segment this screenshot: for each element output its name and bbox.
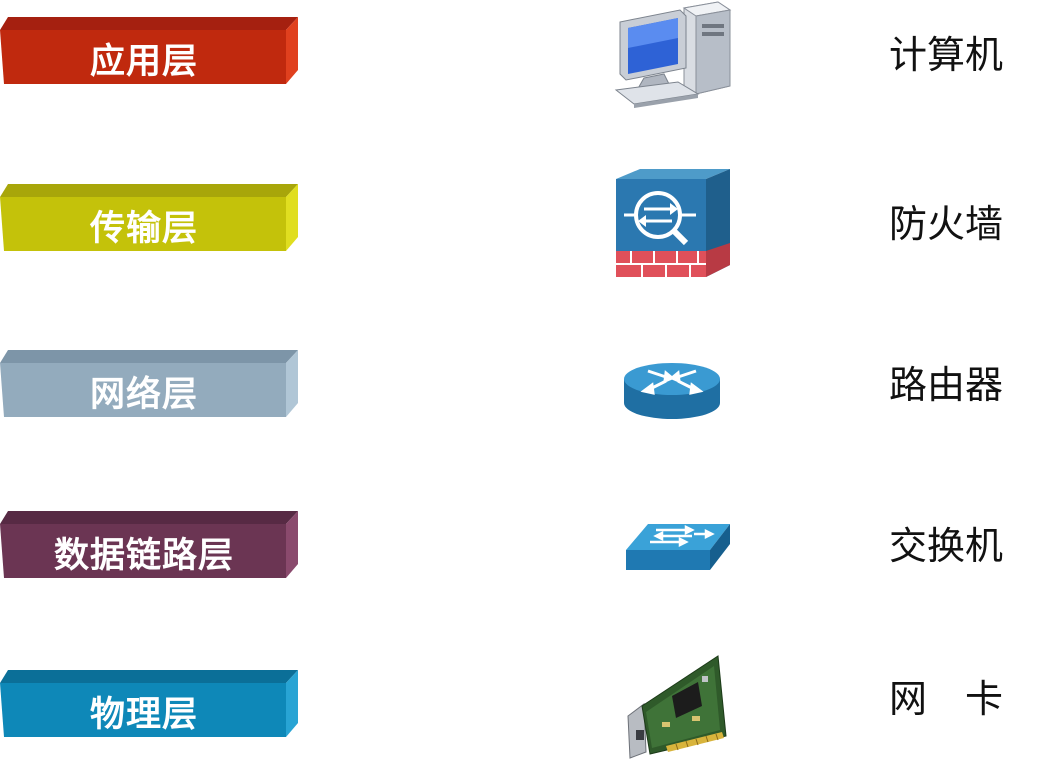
layer-block-data-link: 数据链路层 (0, 506, 300, 578)
layer-label: 传输层 (89, 209, 198, 249)
device-name-switch: 交换机 (888, 524, 1003, 568)
device-name-router: 路由器 (888, 363, 1003, 407)
computer-icon (606, 0, 736, 114)
layer-row-network: 网络层 路由器 (0, 333, 1044, 453)
layer-label: 物理层 (89, 695, 198, 735)
layer-block-application: 应用层 (0, 12, 300, 84)
layer-row-transport: 传输层 (0, 167, 1044, 287)
device-name-network-card: 网 卡 (888, 677, 1003, 721)
layer-label: 数据链路层 (53, 536, 234, 576)
layer-block-transport: 传输层 (0, 179, 300, 251)
layer-block-network: 网络层 (0, 345, 300, 417)
layer-row-application: 应用层 计算机 (0, 0, 1044, 120)
device-name-firewall: 防火墙 (888, 202, 1003, 246)
device-name-computer: 计算机 (888, 33, 1003, 77)
layer-label: 网络层 (89, 375, 198, 415)
layer-row-physical: 物理层 网 卡 (0, 653, 1044, 773)
layer-block-physical: 物理层 (0, 665, 300, 737)
network-card-icon (606, 646, 736, 762)
layer-label: 应用层 (89, 42, 198, 82)
switch-icon (606, 494, 736, 610)
firewall-icon (606, 167, 736, 283)
router-icon (606, 333, 736, 449)
layer-row-data-link: 数据链路层 交换机 (0, 494, 1044, 614)
